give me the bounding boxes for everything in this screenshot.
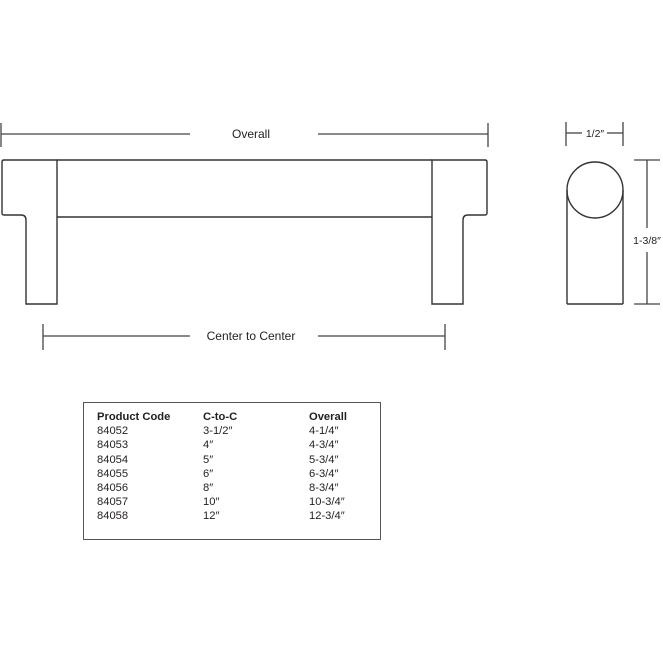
product-code: 84052 (97, 425, 129, 438)
table-header-row: Product Code C-to-C Overall (97, 410, 389, 424)
overall-value: 5-3/4″ (309, 453, 339, 466)
overall-value: 10-3/4″ (309, 496, 345, 509)
product-code: 84055 (97, 467, 129, 480)
overall-value: 4-1/4″ (309, 425, 339, 438)
product-code: 84056 (97, 482, 129, 495)
table-row: 84053 4″ 4-3/4″ (97, 438, 389, 452)
c-to-c-value: 4″ (203, 439, 214, 452)
table-row: 84052 3-1/2″ 4-1/4″ (97, 424, 389, 438)
product-code: 84058 (97, 510, 129, 523)
header-product-code: Product Code (97, 411, 171, 423)
header-overall: Overall (309, 411, 347, 423)
width-dimension (565, 122, 624, 146)
c-to-c-value: 12″ (203, 510, 220, 523)
table-row: 84058 12″ 12-3/4″ (97, 509, 389, 523)
c-to-c-value: 3-1/2″ (203, 425, 233, 438)
product-code: 84053 (97, 439, 129, 452)
center-to-center-dimension (42, 324, 446, 350)
height-label: 1-3/8″ (633, 235, 661, 247)
product-code: 84054 (97, 453, 129, 466)
handle-front-view (1, 159, 488, 305)
handle-side-view (566, 161, 624, 305)
product-spec-table: Product Code C-to-C Overall 84052 3-1/2″… (83, 402, 381, 540)
header-c-to-c: C-to-C (203, 411, 238, 423)
overall-value: 4-3/4″ (309, 439, 339, 452)
width-label: 1/2″ (586, 128, 605, 140)
c-to-c-value: 10″ (203, 496, 220, 509)
height-dimension (634, 159, 660, 305)
table-row: 84057 10″ 10-3/4″ (97, 495, 389, 509)
table-row: 84054 5″ 5-3/4″ (97, 453, 389, 467)
c-to-c-value: 5″ (203, 453, 214, 466)
overall-value: 12-3/4″ (309, 510, 345, 523)
overall-dimension (0, 123, 489, 147)
overall-value: 8-3/4″ (309, 482, 339, 495)
table-row: 84055 6″ 6-3/4″ (97, 467, 389, 481)
overall-label: Overall (232, 127, 270, 141)
c-to-c-value: 6″ (203, 467, 214, 480)
product-code: 84057 (97, 496, 129, 509)
c-to-c-value: 8″ (203, 482, 214, 495)
center-to-center-label: Center to Center (207, 329, 296, 343)
overall-value: 6-3/4″ (309, 467, 339, 480)
table-row: 84056 8″ 8-3/4″ (97, 481, 389, 495)
